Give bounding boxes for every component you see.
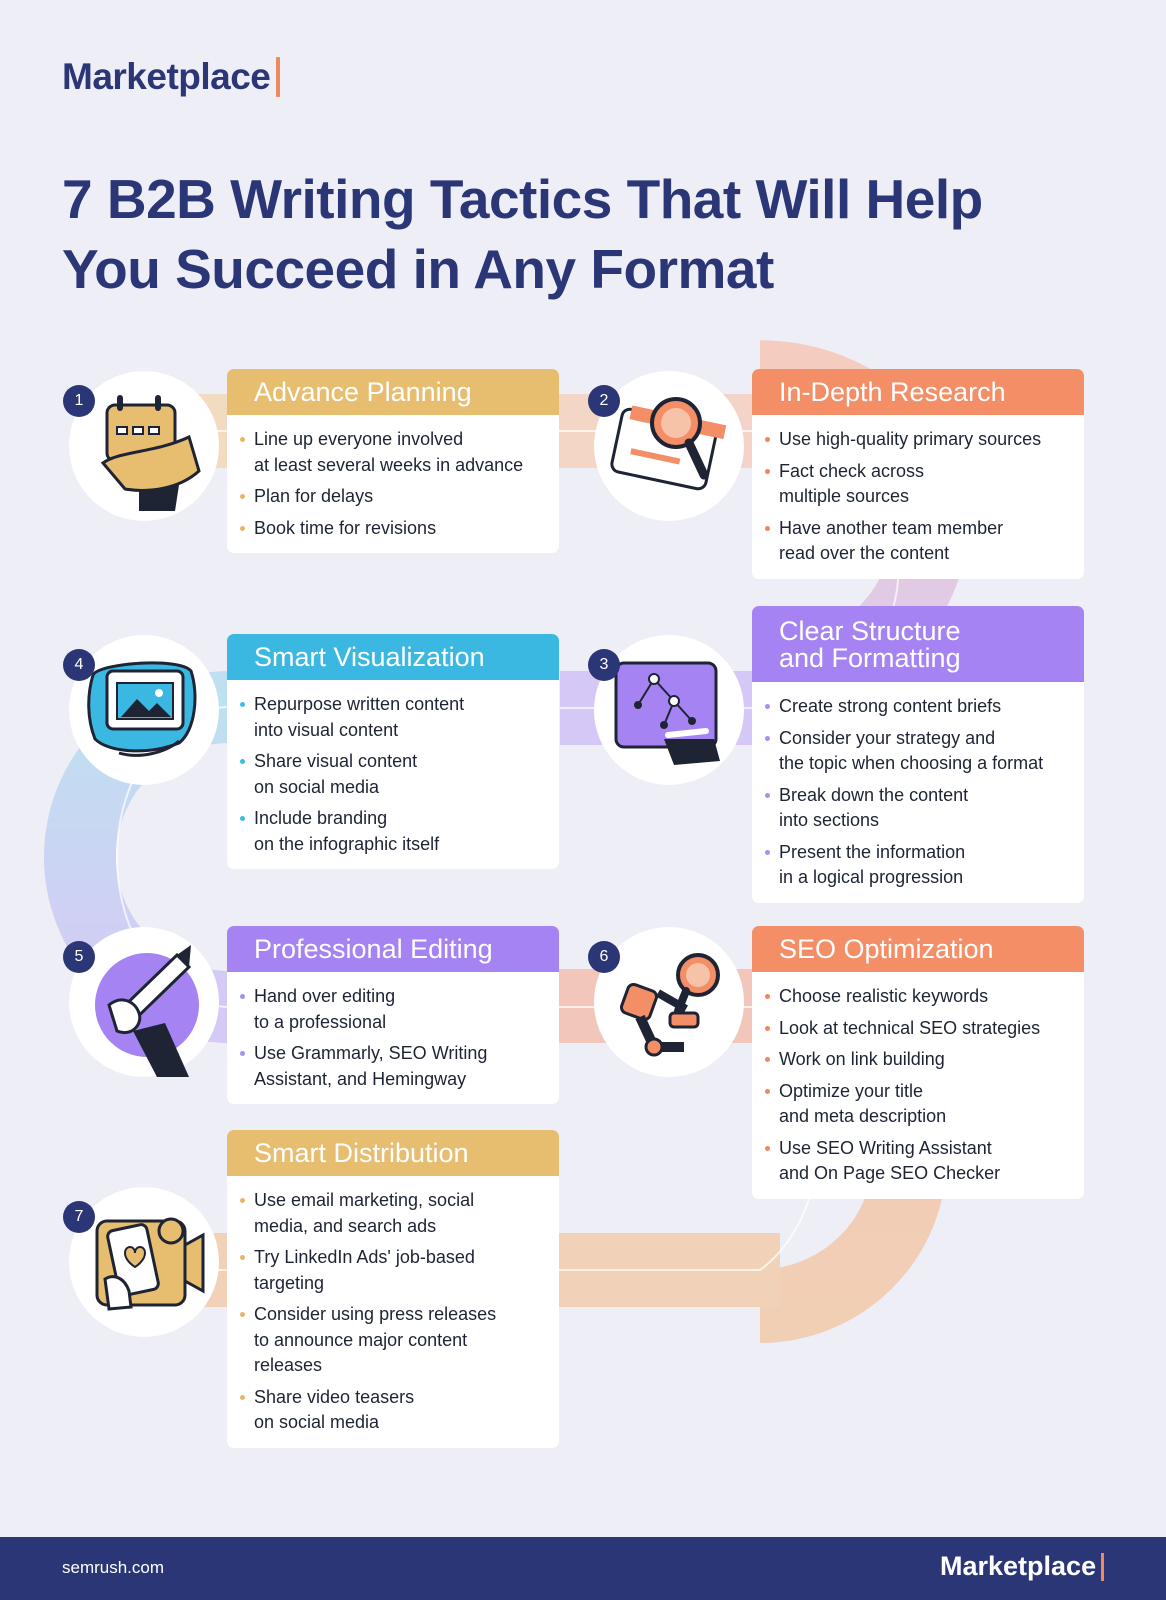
tactic-1-bullets: Line up everyone involved at least sever… bbox=[227, 415, 559, 553]
tactic-2-bullets: Use high-quality primary sources Fact ch… bbox=[752, 415, 1084, 579]
calendar-hand-icon bbox=[100, 395, 201, 511]
bullet-item: Include branding on the infographic itse… bbox=[240, 806, 549, 857]
phone-video-icon bbox=[95, 1217, 205, 1311]
tactic-4-number: 4 bbox=[63, 649, 95, 681]
bullet-item: Work on link building bbox=[765, 1047, 1074, 1073]
tactic-5-card: Professional Editing Hand over editing t… bbox=[227, 926, 559, 1104]
footer-logo-text: Marketplace bbox=[940, 1551, 1097, 1581]
logo-accent-bar bbox=[276, 57, 281, 97]
bullet-item: Optimize your title and meta description bbox=[765, 1079, 1074, 1130]
bullet-item: Present the information in a logical pro… bbox=[765, 840, 1074, 891]
bullet-item: Book time for revisions bbox=[240, 516, 549, 542]
footer-url-link[interactable]: semrush.com bbox=[62, 1558, 165, 1577]
logo-text: Marketplace bbox=[62, 56, 271, 97]
bullet-item: Try LinkedIn Ads' job-based targeting bbox=[240, 1245, 549, 1296]
tactic-7-card: Smart Distribution Use email marketing, … bbox=[227, 1130, 559, 1448]
tactic-4-card: Smart Visualization Repurpose written co… bbox=[227, 634, 559, 869]
footer-logo: Marketplace bbox=[940, 1551, 1105, 1582]
bullet-item: Choose realistic keywords bbox=[765, 984, 1074, 1010]
tactic-7-illustration bbox=[69, 1187, 219, 1337]
bullet-item: Create strong content briefs bbox=[765, 694, 1074, 720]
tactic-3-title: Clear Structure and Formatting bbox=[752, 606, 1084, 682]
footer-logo-accent-bar bbox=[1101, 1552, 1105, 1581]
tactic-7-bullets: Use email marketing, social media, and s… bbox=[227, 1176, 559, 1448]
structure-tablet-icon bbox=[614, 661, 720, 765]
bullet-item: Use email marketing, social media, and s… bbox=[240, 1188, 549, 1239]
bullet-item: Share video teasers on social media bbox=[240, 1385, 549, 1436]
tactic-3-bullets: Create strong content briefs Consider yo… bbox=[752, 682, 1084, 903]
tactic-7-title: Smart Distribution bbox=[227, 1130, 559, 1176]
tactic-6-illustration bbox=[594, 927, 744, 1077]
tactic-7-number: 7 bbox=[63, 1201, 95, 1233]
bullet-item: Use high-quality primary sources bbox=[765, 427, 1074, 453]
bullet-item: Plan for delays bbox=[240, 484, 549, 510]
page-title: 7 B2B Writing Tactics That Will Help You… bbox=[62, 168, 983, 300]
bullet-item: Consider your strategy and the topic whe… bbox=[765, 726, 1074, 777]
bullet-item: Hand over editing to a professional bbox=[240, 984, 549, 1035]
tactic-3-illustration bbox=[594, 635, 744, 785]
bullet-item: Look at technical SEO strategies bbox=[765, 1016, 1074, 1042]
tactic-5-title: Professional Editing bbox=[227, 926, 559, 972]
bullet-item: Break down the content into sections bbox=[765, 783, 1074, 834]
tactic-6-bullets: Choose realistic keywords Look at techni… bbox=[752, 972, 1084, 1199]
tactic-1-title: Advance Planning bbox=[227, 369, 559, 415]
bullet-item: Share visual content on social media bbox=[240, 749, 549, 800]
bullet-item: Have another team member read over the c… bbox=[765, 516, 1074, 567]
tactic-5-number: 5 bbox=[63, 941, 95, 973]
bullet-item: Line up everyone involved at least sever… bbox=[240, 427, 549, 478]
bullet-item: Use Grammarly, SEO Writing Assistant, an… bbox=[240, 1041, 549, 1092]
image-window-icon bbox=[87, 661, 197, 757]
bullet-item: Consider using press releases to announc… bbox=[240, 1302, 549, 1379]
tactic-6-card: SEO Optimization Choose realistic keywor… bbox=[752, 926, 1084, 1199]
seo-robot-arm-icon bbox=[619, 953, 720, 1057]
tactic-2-card: In-Depth Research Use high-quality prima… bbox=[752, 369, 1084, 579]
tactic-2-title: In-Depth Research bbox=[752, 369, 1084, 415]
bullet-item: Fact check across multiple sources bbox=[765, 459, 1074, 510]
tactic-4-bullets: Repurpose written content into visual co… bbox=[227, 680, 559, 869]
tactic-5-bullets: Hand over editing to a professional Use … bbox=[227, 972, 559, 1104]
bullet-item: Repurpose written content into visual co… bbox=[240, 692, 549, 743]
header-logo: Marketplace bbox=[62, 56, 281, 98]
tactic-1-card: Advance Planning Line up everyone involv… bbox=[227, 369, 559, 553]
bullet-item: Use SEO Writing Assistant and On Page SE… bbox=[765, 1136, 1074, 1187]
tactic-2-number: 2 bbox=[588, 385, 620, 417]
tactic-6-number: 6 bbox=[588, 941, 620, 973]
tactic-3-card: Clear Structure and Formatting Create st… bbox=[752, 606, 1084, 903]
footer-bar: semrush.com Marketplace bbox=[0, 1537, 1166, 1600]
pencil-hand-icon bbox=[95, 945, 199, 1077]
tactic-4-title: Smart Visualization bbox=[227, 634, 559, 680]
tactic-1-number: 1 bbox=[63, 385, 95, 417]
tactic-6-title: SEO Optimization bbox=[752, 926, 1084, 972]
magnifier-browser-icon bbox=[610, 397, 727, 491]
tactic-3-number: 3 bbox=[588, 649, 620, 681]
